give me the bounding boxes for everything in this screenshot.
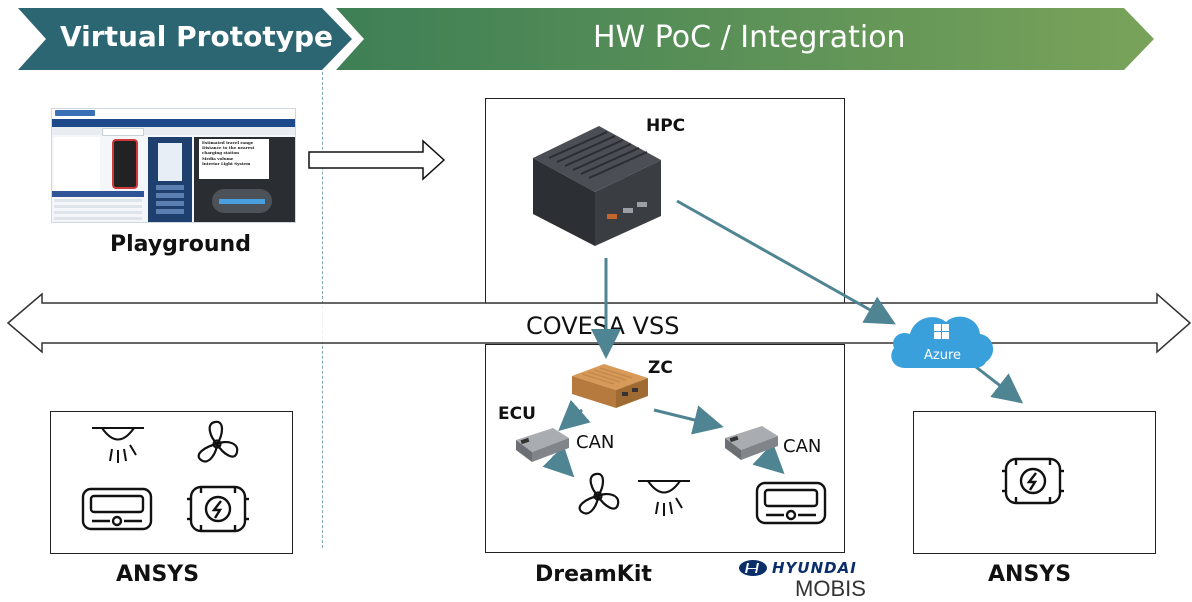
ecu-to-radio-arrow <box>752 442 785 475</box>
ansys-left-caption: ANSYS <box>116 562 200 587</box>
ecu-module-icon <box>516 428 569 462</box>
radio-icon <box>81 487 153 531</box>
motor-icon <box>187 485 249 533</box>
hw-poc-chevron <box>336 8 1154 70</box>
virtual-prototype-chevron <box>18 8 352 70</box>
fan-icon <box>578 472 620 515</box>
ansys-left-box <box>50 411 293 554</box>
hyundai-logo-icon <box>739 560 767 576</box>
motor-icon <box>1002 457 1064 505</box>
zc-label: ZC <box>648 358 673 378</box>
can-right-label: CAN <box>783 436 822 457</box>
hpc-to-cloud-arrow <box>676 199 896 325</box>
mobis-wordmark: MOBIS <box>795 576 866 601</box>
playground-screenshot: Estimated travel range Distance to the n… <box>51 108 296 223</box>
cloud-to-ansys-arrow <box>975 365 1024 404</box>
hyundai-wordmark: HYUNDAI <box>772 559 857 577</box>
light-icon <box>638 480 690 516</box>
ecu-to-fan-arrow <box>542 445 575 478</box>
hollow-arrow <box>308 139 446 181</box>
zc-to-ecu-right-arrow <box>653 405 724 435</box>
ecu-module-right-icon <box>725 426 778 460</box>
zc-device-icon <box>572 364 648 408</box>
playground-logo <box>55 110 95 116</box>
banner <box>18 8 1154 70</box>
can-left-label: CAN <box>576 432 615 453</box>
cloud-icon <box>891 316 994 368</box>
zc-to-ecu-left-arrow <box>558 399 591 431</box>
virtual-prototype-label: Virtual Prototype <box>60 20 333 53</box>
radio-icon <box>755 481 827 525</box>
light-icon <box>92 427 144 463</box>
hpc-device-icon <box>533 126 661 246</box>
fan-icon <box>197 420 239 463</box>
hpc-label: HPC <box>646 116 686 136</box>
ecu-label: ECU <box>498 404 536 424</box>
azure-label: Azure <box>924 348 962 363</box>
windows-icon <box>934 324 949 339</box>
playground-screen-text: Estimated travel range Distance to the n… <box>199 139 269 179</box>
dreamkit-caption: DreamKit <box>535 562 652 587</box>
playground-caption: Playground <box>110 232 251 257</box>
ansys-right-caption: ANSYS <box>988 562 1072 587</box>
hw-poc-label: HW PoC / Integration <box>593 20 906 55</box>
